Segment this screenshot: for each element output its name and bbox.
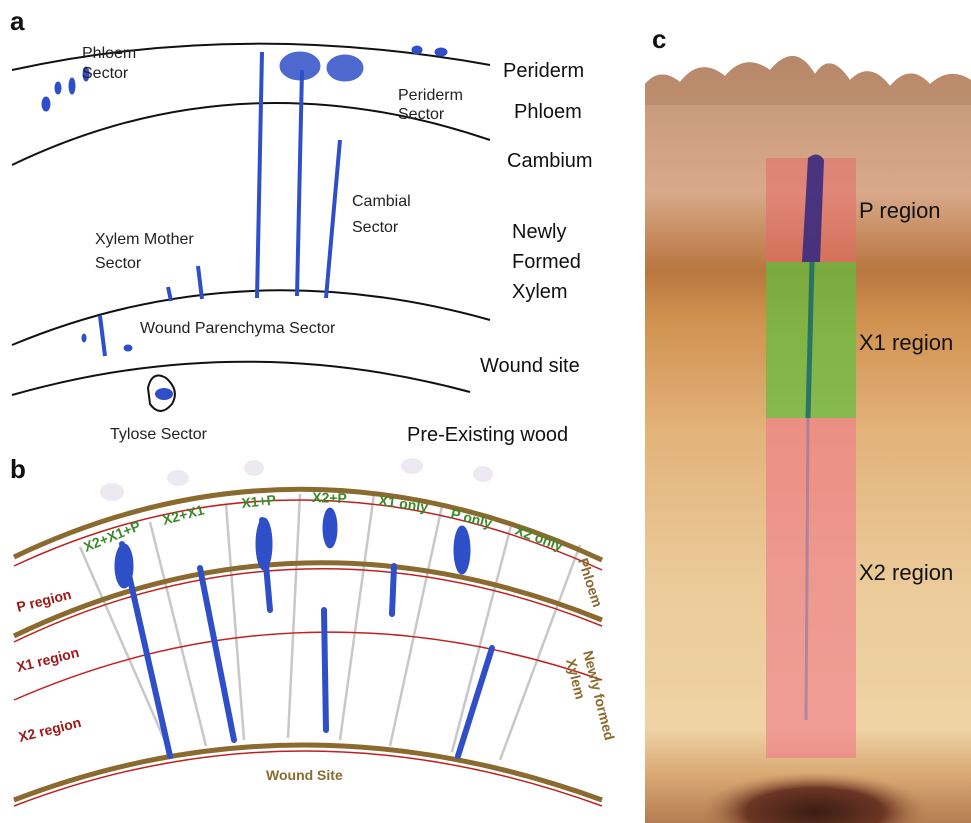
- panel-a-sector-labels: Phloem Sector Periderm Sector Cambial Se…: [82, 45, 463, 443]
- xylem-mother-sector-label: Xylem Mother: [95, 231, 194, 248]
- x2-region-label-c: X2 region: [859, 560, 953, 585]
- panel-b-ghost-marks: [100, 458, 493, 501]
- p-region-label-c: P region: [859, 198, 941, 223]
- periderm-stain: [327, 55, 363, 81]
- sector-label-p-only: P only: [449, 505, 494, 531]
- x1-region-label: X1 region: [15, 644, 81, 675]
- panel-c: c P region X1 region X2 region: [645, 24, 971, 823]
- p-region-label: P region: [15, 586, 73, 615]
- wound-parenchyma-streak: [100, 316, 105, 356]
- periderm-label: Periderm: [503, 60, 584, 82]
- phloem-sector-label: Sector: [82, 65, 129, 82]
- newly-formed-xylem-label: Formed: [512, 251, 581, 273]
- periderm-sector-spot: [435, 48, 447, 56]
- xylem-mother-streak: [198, 266, 202, 299]
- tylose-sector-label: Tylose Sector: [110, 426, 208, 443]
- phloem-sector-spot: [69, 78, 75, 94]
- sector-label-x1-only: X1 only: [378, 492, 430, 515]
- sector-label-x2-p: X2+P: [312, 489, 347, 506]
- phloem-side-label: Phloem: [575, 556, 606, 609]
- stain-column-x2: [806, 418, 808, 720]
- panel-c-letter: c: [652, 24, 666, 54]
- wound-parenchyma-spot: [124, 345, 132, 351]
- stain-x1-only: [392, 566, 394, 614]
- panel-b-side-labels: Phloem Newly formed Xylem: [563, 556, 618, 742]
- cambial-streak: [257, 52, 262, 298]
- cambium-boundary: [14, 563, 602, 636]
- stain-x2-p: [324, 610, 326, 730]
- x2-region-line: [14, 632, 602, 700]
- xylem-mother-sector-label: Sector: [95, 255, 142, 272]
- x2-region-label: X2 region: [17, 714, 83, 745]
- pre-existing-wood-label: Pre-Existing wood: [407, 424, 568, 446]
- phloem-sector-spot: [55, 82, 61, 94]
- panel-b-letter: b: [10, 454, 26, 484]
- sector-label-x1-p: X1+P: [241, 491, 277, 511]
- periderm-sector-spot: [412, 46, 422, 54]
- stain-x2-x1-p-head: [115, 544, 133, 588]
- x1-region-label-c: X1 region: [859, 330, 953, 355]
- stain-p-only-head: [454, 526, 470, 574]
- wound-site-label: Wound site: [480, 355, 580, 377]
- x2-region-overlay: [766, 418, 856, 758]
- cambial-sector-label: Sector: [352, 219, 399, 236]
- wound-site-label-b: Wound Site: [266, 767, 343, 783]
- stain-x1-p-head: [256, 518, 272, 570]
- stain-x2-p-head: [323, 508, 337, 548]
- phloem-label: Phloem: [514, 101, 582, 123]
- newly-formed-xylem-label: Xylem: [512, 281, 568, 303]
- sector-label-x2-only: X2 only: [513, 522, 565, 554]
- periderm-sector-label: Periderm: [398, 87, 463, 104]
- phloem-sector-spot: [42, 97, 50, 111]
- cambium-label: Cambium: [507, 150, 593, 172]
- stain-x2-x1: [200, 568, 234, 740]
- newly-formed-xylem-label: Newly: [512, 221, 566, 243]
- x1-region-line: [14, 569, 602, 642]
- wound-parenchyma-spot: [82, 334, 86, 342]
- phloem-sector-label: Phloem: [82, 45, 136, 62]
- periderm-sector-label: Sector: [398, 106, 445, 123]
- panel-a-letter: a: [10, 6, 25, 36]
- tylose-cell: [148, 376, 175, 411]
- panel-a: a: [10, 6, 593, 446]
- wound-parenchyma-sector-label: Wound Parenchyma Sector: [140, 320, 336, 337]
- panel-b: b: [10, 454, 618, 806]
- cambial-sector-label: Cambial: [352, 193, 411, 210]
- cambial-streak: [326, 140, 340, 298]
- wound-inner-line: [12, 362, 470, 395]
